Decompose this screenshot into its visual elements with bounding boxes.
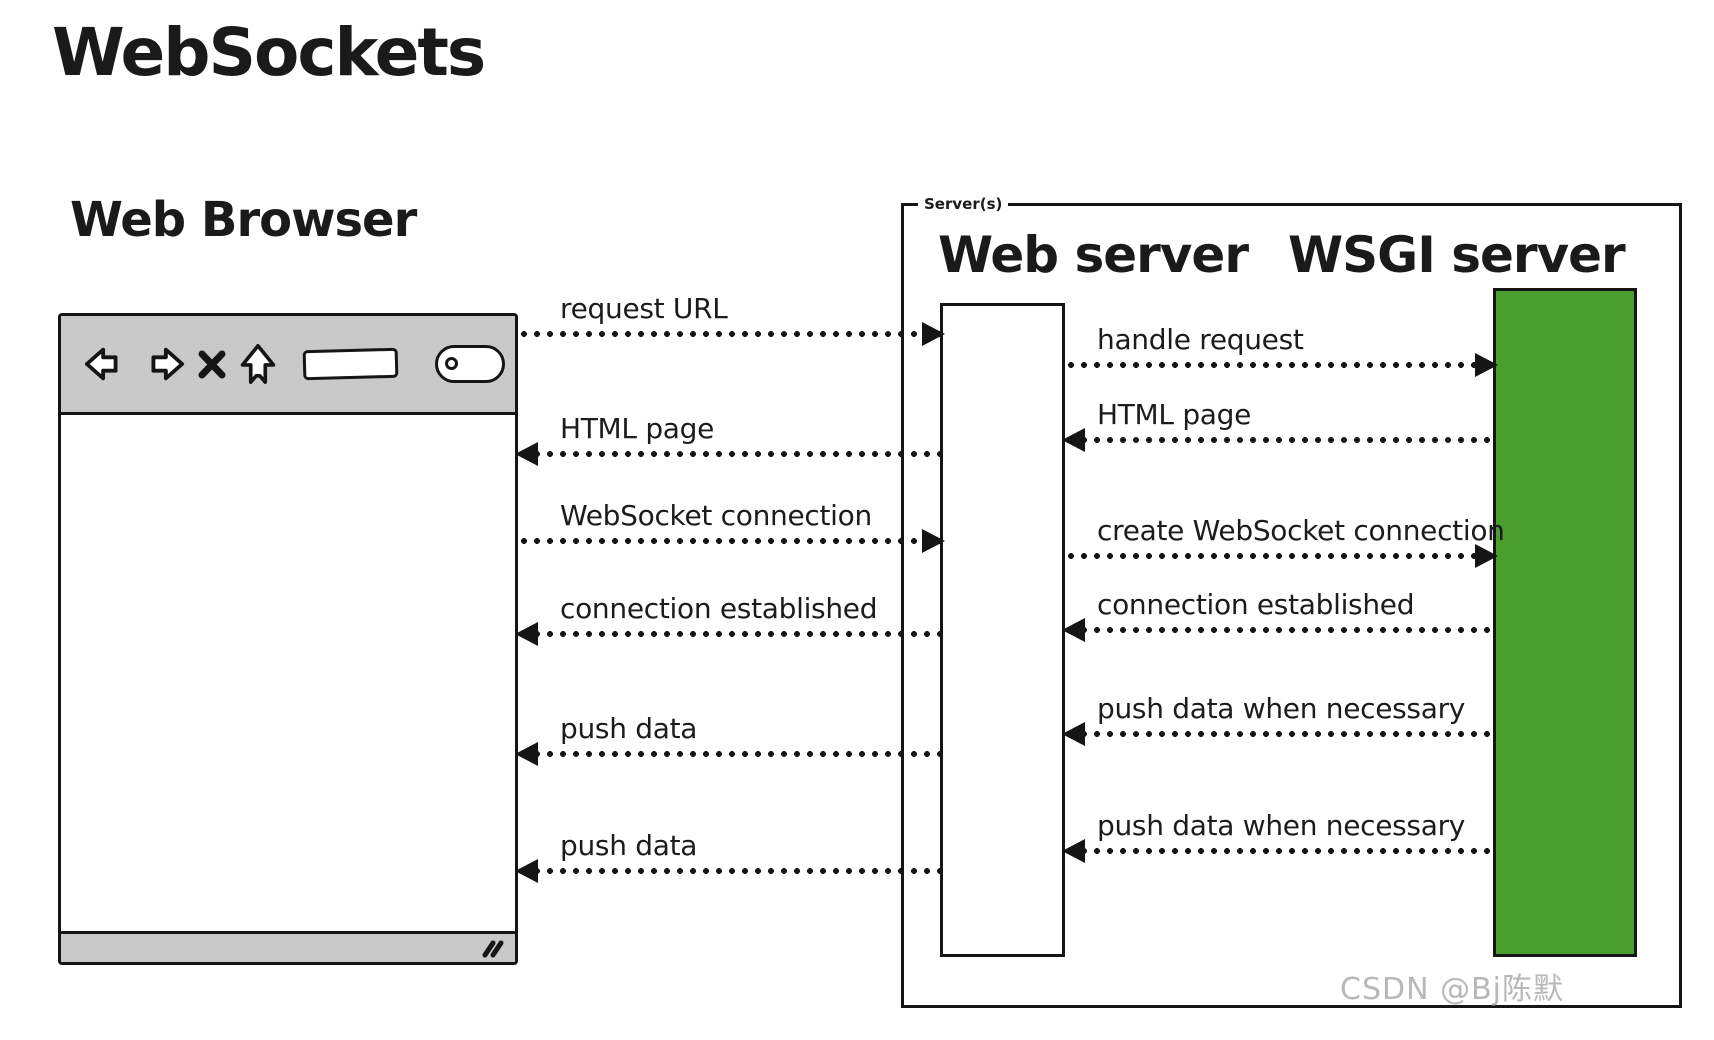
arrowhead-left-icon	[1062, 722, 1085, 746]
message-request-url: request URL	[518, 292, 945, 346]
browser-window	[58, 313, 518, 965]
dotted-arrow	[515, 859, 942, 883]
dotted-arrow	[1062, 428, 1495, 452]
message-create-websocket-connection: create WebSocket connection	[1065, 514, 1505, 568]
back-icon	[84, 347, 118, 381]
message-connection-established-return: connection established	[1062, 588, 1495, 642]
arrowhead-left-icon	[515, 622, 538, 646]
message-label: push data when necessary	[1097, 809, 1466, 842]
browser-statusbar	[61, 931, 515, 962]
dotted-arrow	[515, 742, 942, 766]
dotted-arrow	[518, 529, 945, 553]
arrowhead-left-icon	[515, 742, 538, 766]
arrowhead-left-icon	[515, 859, 538, 883]
message-handle-request: handle request	[1065, 323, 1498, 377]
resize-grip-icon	[482, 940, 504, 958]
browser-toolbar	[61, 316, 515, 415]
message-label: WebSocket connection	[560, 499, 872, 532]
message-push-data-when-necessary-1: push data when necessary	[1062, 692, 1495, 746]
home-icon	[240, 344, 276, 384]
dotted-arrow	[1065, 353, 1498, 377]
message-label: HTML page	[1097, 398, 1252, 431]
message-push-data-2: push data	[515, 829, 942, 883]
message-push-data-1: push data	[515, 712, 942, 766]
message-label: push data when necessary	[1097, 692, 1466, 725]
message-websocket-connection: WebSocket connection	[518, 499, 945, 553]
dotted-arrow	[515, 442, 942, 466]
arrowhead-right-icon	[922, 529, 945, 553]
arrowhead-left-icon	[1062, 618, 1085, 642]
dotted-arrow	[1062, 722, 1495, 746]
message-label: handle request	[1097, 323, 1304, 356]
wsgi-server-lifeline	[1493, 288, 1637, 957]
arrowhead-left-icon	[1062, 839, 1085, 863]
message-label: connection established	[560, 592, 878, 625]
message-label: push data	[560, 712, 698, 745]
message-connection-established: connection established	[515, 592, 942, 646]
message-label: HTML page	[560, 412, 715, 445]
search-icon	[445, 357, 459, 370]
search-bar	[435, 345, 505, 383]
web-server-lifeline	[940, 303, 1065, 957]
message-push-data-when-necessary-2: push data when necessary	[1062, 809, 1495, 863]
dotted-arrow	[515, 622, 942, 646]
forward-icon	[151, 347, 185, 381]
arrowhead-left-icon	[1062, 428, 1085, 452]
page-title: WebSockets	[52, 14, 486, 91]
message-label: push data	[560, 829, 698, 862]
wsgi-server-title: WSGI server	[1288, 226, 1626, 284]
dotted-arrow	[518, 322, 945, 346]
servers-group-label: Server(s)	[918, 195, 1009, 213]
message-html-page-return: HTML page	[1062, 398, 1495, 452]
servers-group-box: Server(s)	[901, 195, 1682, 1008]
message-label: connection established	[1097, 588, 1415, 621]
arrowhead-right-icon	[1475, 353, 1498, 377]
message-label: create WebSocket connection	[1097, 514, 1505, 547]
web-server-title: Web server	[938, 226, 1249, 284]
arrowhead-right-icon	[922, 322, 945, 346]
arrowhead-left-icon	[515, 442, 538, 466]
dotted-arrow	[1062, 839, 1495, 863]
dotted-arrow	[1062, 618, 1495, 642]
address-bar	[302, 347, 399, 381]
dotted-arrow	[1065, 544, 1498, 568]
message-label: request URL	[560, 292, 728, 325]
message-html-page: HTML page	[515, 412, 942, 466]
arrowhead-right-icon	[1475, 544, 1498, 568]
close-icon	[198, 350, 226, 379]
browser-title: Web Browser	[70, 192, 417, 248]
watermark: CSDN @Bj陈默	[1340, 972, 1564, 1007]
